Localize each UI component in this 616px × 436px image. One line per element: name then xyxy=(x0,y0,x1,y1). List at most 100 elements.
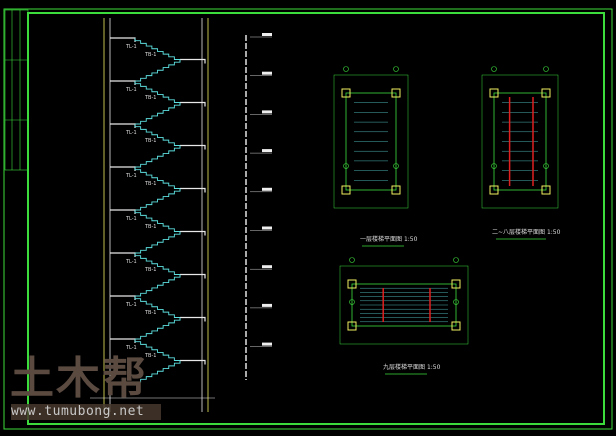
stair-label-flight: TB-1 xyxy=(144,267,156,273)
stair-label-flight: TB-1 xyxy=(144,353,156,359)
stair-label-landing: TL-1 xyxy=(125,302,137,308)
column xyxy=(541,185,551,195)
landing-slab xyxy=(180,230,206,236)
stair-label-flight: TB-1 xyxy=(144,95,156,101)
stair-label-flight: TB-1 xyxy=(144,310,156,316)
plan-title-3-text: 九层楼梯平面图 xyxy=(383,364,426,371)
axis-bubble xyxy=(343,163,349,169)
elevation-mark xyxy=(262,33,272,36)
dimension-frame xyxy=(339,265,469,345)
axis-bubble xyxy=(543,66,549,72)
plan-scale-3: 1:50 xyxy=(426,364,441,371)
axis-bubble xyxy=(393,163,399,169)
column xyxy=(347,279,357,289)
axis-bubble xyxy=(491,66,497,72)
stair-flight xyxy=(134,253,181,278)
axis-bubble xyxy=(343,66,349,72)
column xyxy=(541,88,551,98)
plan-outline xyxy=(345,92,397,191)
axis-bubble xyxy=(453,299,459,305)
floor-slab xyxy=(110,166,136,171)
elevation-mark xyxy=(262,187,272,191)
stair-label-landing: TL-1 xyxy=(125,130,137,136)
column xyxy=(341,88,351,98)
dimension-frame xyxy=(333,74,409,209)
stair-flight xyxy=(134,81,181,106)
stair-flight xyxy=(134,145,181,170)
plan-scale-1: 1:50 xyxy=(403,236,418,243)
landing-slab xyxy=(180,316,206,322)
stair-label-flight: TB-1 xyxy=(144,138,156,144)
axis-bubble xyxy=(393,66,399,72)
plan-title-3: 九层楼梯平面图 1:50 xyxy=(383,364,440,372)
floor-slab xyxy=(110,209,136,214)
plan-title-2-text: 二~八层楼梯平面图 xyxy=(492,229,546,236)
axis-bubble xyxy=(453,257,459,263)
landing-slab xyxy=(180,101,206,107)
landing-slab xyxy=(180,144,206,150)
plan-outline xyxy=(493,92,547,191)
stair-label-landing: TL-1 xyxy=(125,173,137,179)
stair-label-flight: TB-1 xyxy=(144,224,156,230)
landing-slab xyxy=(180,58,206,64)
elevation-mark xyxy=(262,226,272,230)
floor-slab xyxy=(110,295,136,300)
floor-slab xyxy=(110,37,136,42)
stair-label-landing: TL-1 xyxy=(125,259,137,265)
title-strip xyxy=(4,9,29,171)
stair-label-flight: TB-1 xyxy=(144,52,156,58)
stair-flight xyxy=(134,102,181,127)
stair-label-landing: TL-1 xyxy=(125,345,137,351)
floor-slab xyxy=(110,123,136,128)
stair-label-landing: TL-1 xyxy=(125,216,137,222)
column xyxy=(489,185,499,195)
stair-flight xyxy=(134,360,181,385)
elevation-mark xyxy=(262,110,272,114)
column xyxy=(391,185,401,195)
watermark-url: www.tumubong.net xyxy=(11,404,161,420)
axis-bubble xyxy=(543,163,549,169)
stair-flight xyxy=(134,188,181,213)
landing-slab xyxy=(180,359,206,365)
stair-flight xyxy=(134,210,181,235)
plan-title-1: 一层楼梯平面图 1:50 xyxy=(360,236,417,244)
floor-slab xyxy=(110,80,136,85)
landing-slab xyxy=(180,187,206,193)
floor-slab xyxy=(110,338,136,343)
column xyxy=(391,88,401,98)
drawing-border xyxy=(27,12,605,425)
stair-flight xyxy=(134,231,181,256)
watermark-logo: 土木帮 xyxy=(10,353,148,404)
axis-bubble xyxy=(349,257,355,263)
landing-slab xyxy=(180,273,206,279)
stair-label-landing: TL-1 xyxy=(125,87,137,93)
plan-title-1-text: 一层楼梯平面图 xyxy=(360,236,403,243)
stair-flight xyxy=(134,296,181,321)
elevation-mark xyxy=(262,265,272,269)
outer-frame xyxy=(3,8,613,430)
column xyxy=(451,279,461,289)
axis-bubble xyxy=(491,163,497,169)
elevation-mark xyxy=(262,342,272,346)
stair-flight xyxy=(134,274,181,299)
plan-title-2: 二~八层楼梯平面图 1:50 xyxy=(492,229,560,237)
column xyxy=(347,321,357,331)
stair-section: TL-1TB-1TL-1TB-1TL-1TB-1TL-1TB-1TL-1TB-1… xyxy=(90,18,215,412)
stair-plans xyxy=(333,66,559,375)
plan-outline xyxy=(351,283,457,327)
column xyxy=(489,88,499,98)
column xyxy=(341,185,351,195)
axis-bubble xyxy=(349,299,355,305)
floor-slab xyxy=(110,252,136,257)
stair-flight xyxy=(134,59,181,84)
elevation-mark xyxy=(262,149,272,153)
stair-flight xyxy=(134,124,181,149)
stair-flight xyxy=(134,38,181,63)
elevation-mark xyxy=(262,71,272,75)
stair-label-flight: TB-1 xyxy=(144,181,156,187)
elevation-marks xyxy=(245,33,272,380)
dimension-frame xyxy=(481,74,559,209)
stair-flight xyxy=(134,339,181,364)
elevation-mark xyxy=(262,303,272,307)
